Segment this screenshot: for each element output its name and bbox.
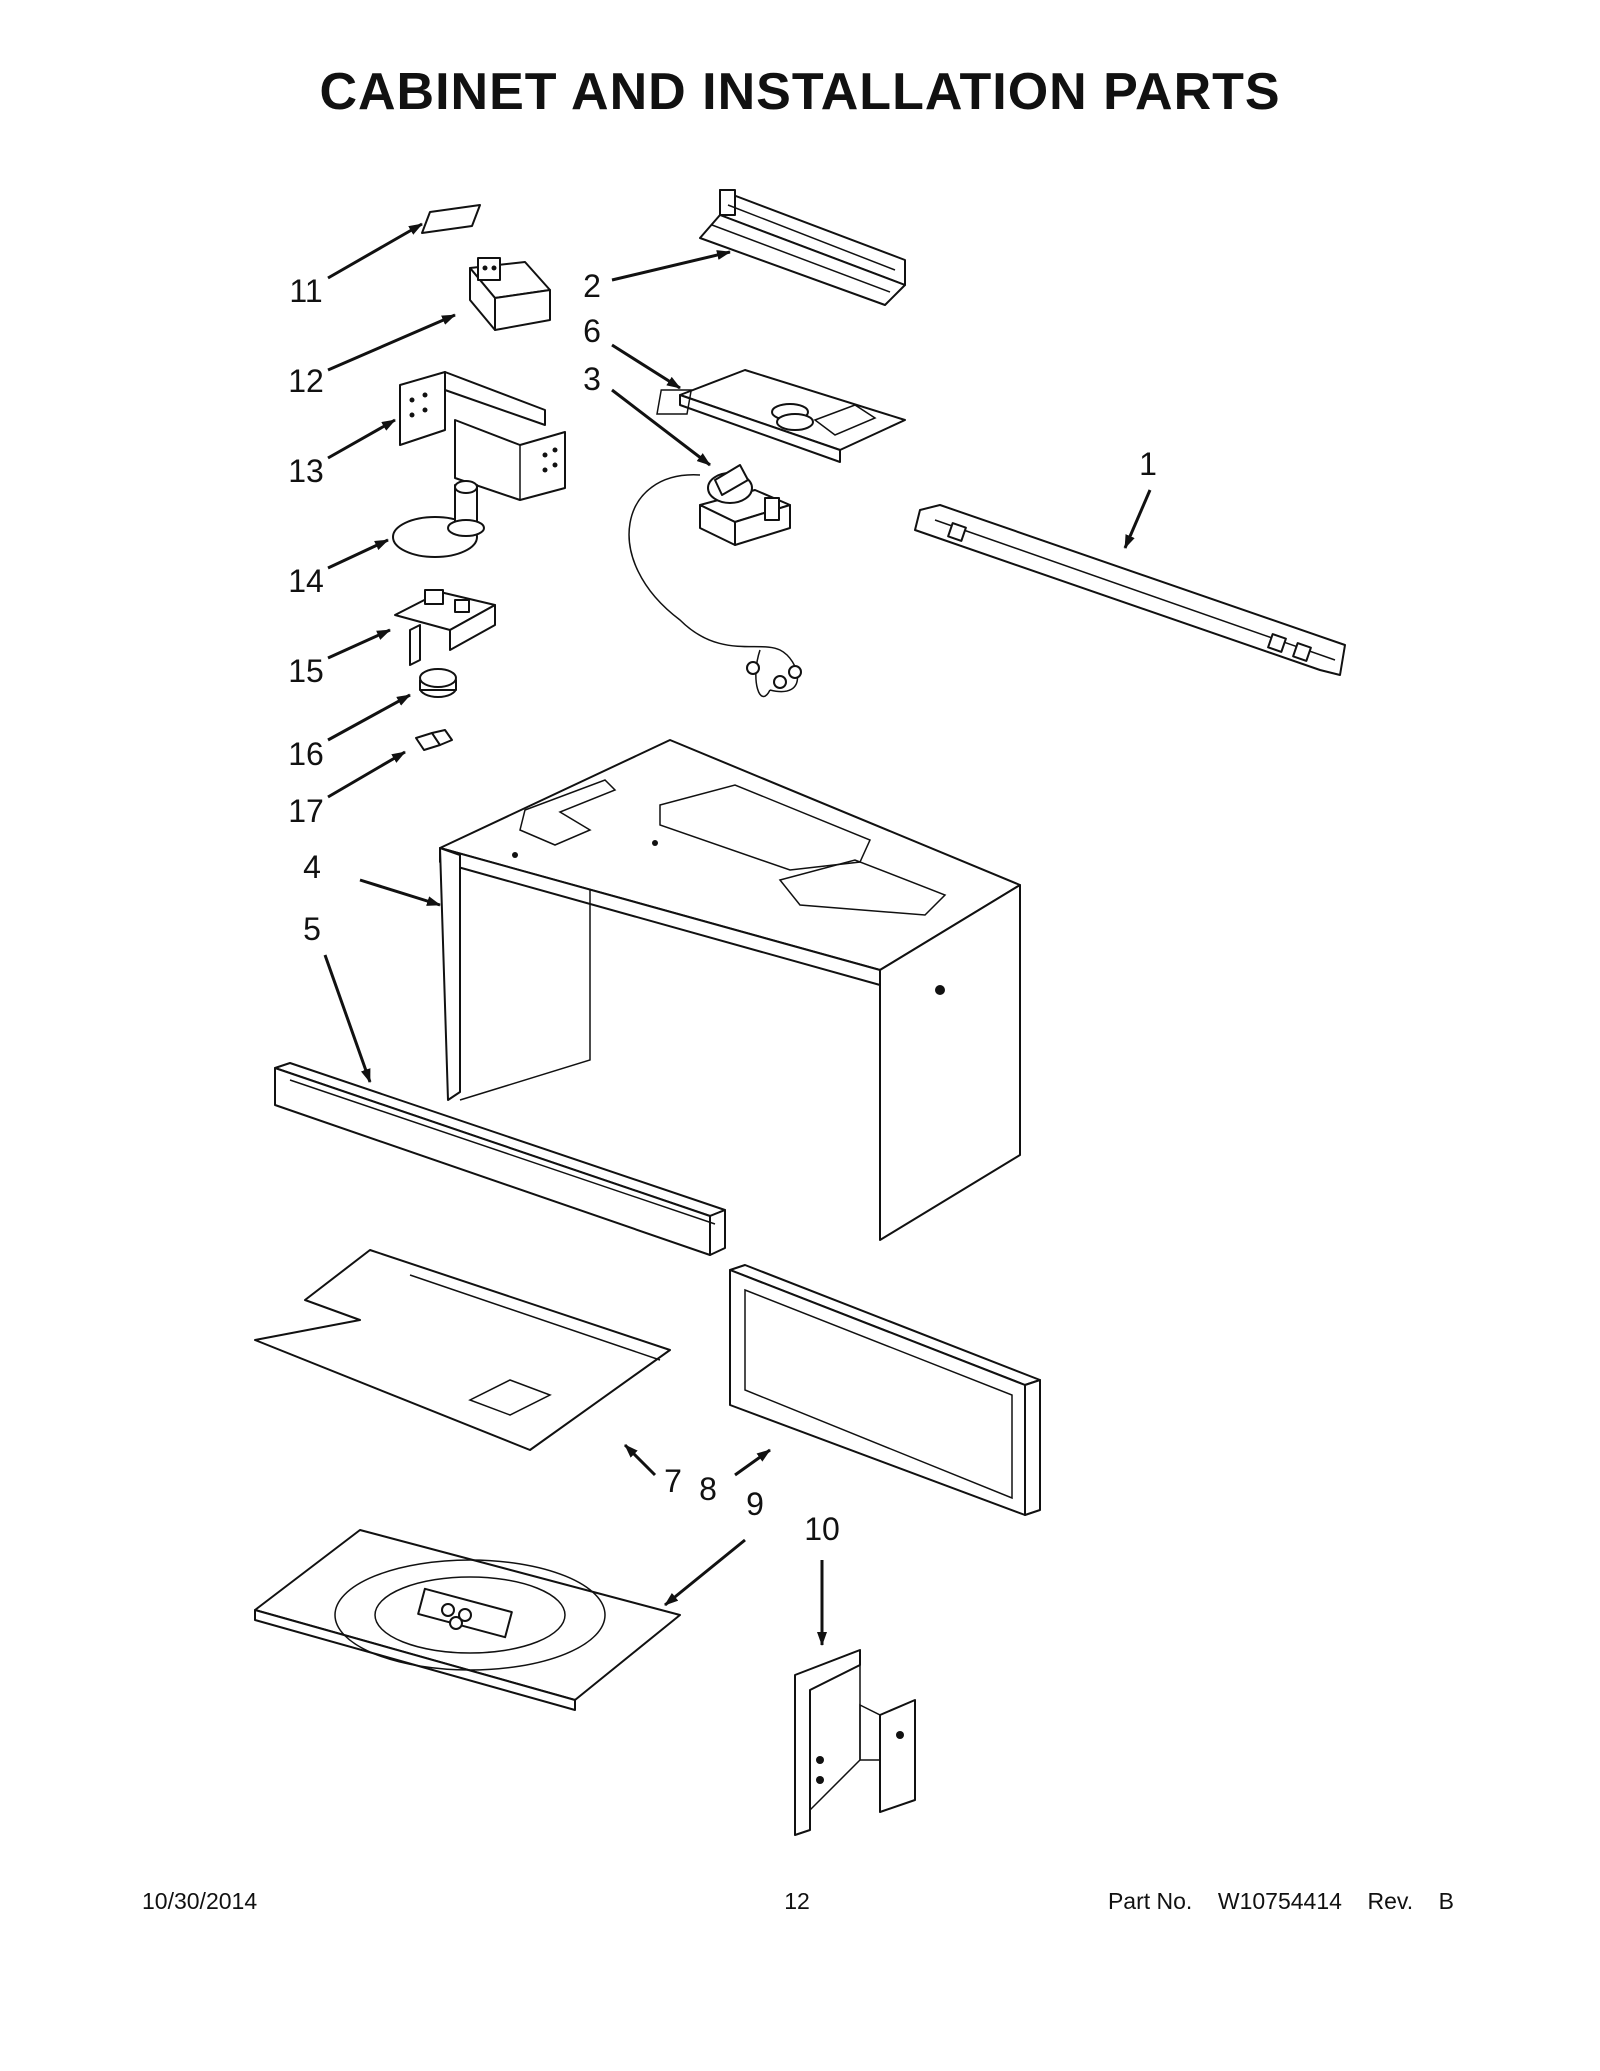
callout-17: 17 (288, 793, 324, 829)
part-2-vent-grille (699, 189, 906, 306)
part-7-bottom-plate (254, 1249, 671, 1451)
part-8-door-frame (729, 1264, 1041, 1516)
callout-3: 3 (583, 361, 601, 397)
part-number: W10754414 (1217, 1888, 1342, 1914)
part-5-front-trim (274, 1062, 726, 1256)
callout-14: 14 (288, 563, 324, 599)
part-1-mounting-rail (914, 504, 1346, 676)
callout-labels: 1 2 3 4 5 6 7 8 9 10 11 12 13 14 15 16 1… (288, 268, 1157, 1547)
footer-page-number: 12 (784, 1888, 810, 1914)
page-title: CABINET AND INSTALLATION PARTS (319, 63, 1281, 121)
part-15-switch-holder (394, 589, 496, 666)
part-14-hub (392, 480, 485, 558)
callout-arrows (323, 222, 1152, 1646)
part-label: Part No. (1107, 1888, 1193, 1914)
callout-15: 15 (288, 653, 324, 689)
rev-value: B (1438, 1888, 1454, 1914)
part-4-cabinet-wrapper (439, 739, 1021, 1241)
footer-date: 10/30/2014 (142, 1888, 258, 1914)
callout-7: 7 (664, 1463, 682, 1499)
callout-6: 6 (583, 313, 601, 349)
callout-10: 10 (804, 1511, 840, 1547)
part-12-control-box (469, 257, 551, 331)
callout-9: 9 (746, 1486, 764, 1522)
callout-2: 2 (583, 268, 601, 304)
callout-4: 4 (303, 849, 321, 885)
callout-16: 16 (288, 736, 324, 772)
part-6-control-bracket (656, 369, 906, 463)
callout-8: 8 (699, 1471, 717, 1507)
part-9-floor-pan (254, 1529, 681, 1711)
callout-13: 13 (288, 453, 324, 489)
callout-12: 12 (288, 363, 324, 399)
callout-11: 11 (289, 273, 322, 309)
part-16-thermostat (419, 668, 457, 698)
callout-1: 1 (1139, 446, 1157, 482)
part-13-bracket (399, 371, 566, 501)
part-3-motor-assembly (628, 464, 802, 698)
rev-label: Rev. (1367, 1888, 1414, 1914)
callout-5: 5 (303, 911, 321, 947)
footer-part-number: Part No. W10754414 Rev. B (1108, 1888, 1454, 1915)
part-10-side-bracket (794, 1649, 916, 1836)
part-11-label (421, 204, 481, 234)
part-17-fuse (415, 729, 453, 751)
